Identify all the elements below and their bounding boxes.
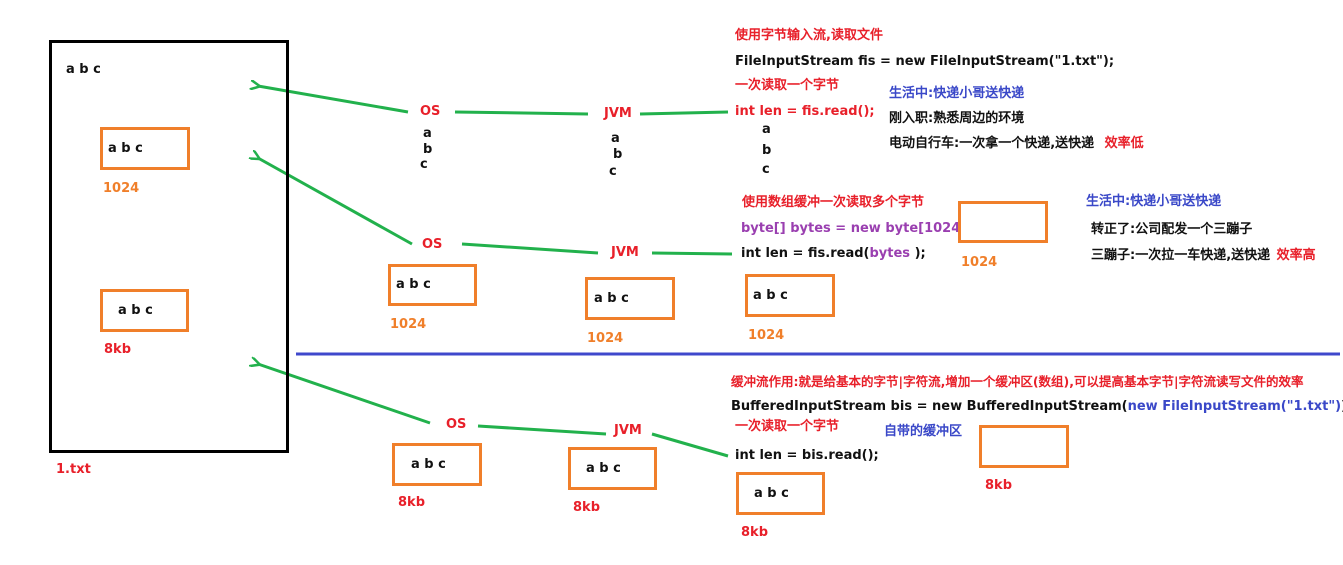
row2-read-buffer: [745, 274, 835, 317]
row2-code-read-arg: bytes: [869, 246, 911, 261]
row2-code-read: int len = fis.read(bytes );: [741, 246, 926, 262]
file-name: 1.txt: [56, 462, 91, 477]
file-rectangle: [49, 40, 289, 453]
row2-os-buffer: [388, 264, 477, 306]
row2-life-line2: 三蹦子:一次拉一车快递,送快递 效率高: [1091, 248, 1316, 264]
row3-jvm-buffer-content: a b c: [586, 461, 621, 476]
row3-code-decl-pre: BufferedInputStream bis = new BufferedIn…: [731, 399, 1128, 414]
row2-extra-buffer: [958, 201, 1048, 243]
row3-read-buffer-size: 8kb: [741, 525, 768, 540]
row1-life-line2: 电动自行车:一次拿一个快递,送快递 效率低: [889, 136, 1144, 152]
row2-code-read-post: );: [910, 246, 926, 261]
left-buffer-1024-size: 1024: [103, 181, 140, 196]
row1-jvm-char-c: c: [609, 164, 617, 179]
row2-read-buffer-size: 1024: [748, 328, 785, 343]
row3-os: OS: [446, 417, 467, 432]
row3-code-decl: BufferedInputStream bis = new BufferedIn…: [731, 399, 1343, 415]
row3-os-buffer-content: a b c: [411, 457, 446, 472]
row2-life-line1: 转正了:公司配发一个三蹦子: [1091, 222, 1253, 237]
row2-jvm: JVM: [611, 245, 639, 260]
left-buffer-8kb-content: a b c: [118, 303, 153, 318]
row2-life-efficiency: 效率高: [1276, 248, 1316, 263]
row1-life-title: 生活中:快递小哥送快递: [889, 86, 1025, 101]
row2-jvm-buffer: [585, 277, 675, 320]
arrow-os-to-file-row2: [258, 158, 413, 246]
row1-life-line2-text: 电动自行车:一次拿一个快递,送快递: [889, 136, 1095, 151]
row1-code-decl: FileInputStream fis = new FileInputStrea…: [735, 54, 1115, 69]
row1-os: OS: [420, 104, 441, 119]
row2-read-buffer-content: a b c: [753, 288, 788, 303]
row1-code-read: int len = fis.read();: [735, 104, 875, 119]
row1-jvm: JVM: [604, 106, 632, 121]
row3-jvm: JVM: [614, 423, 642, 438]
row2-code-read-pre: int len = fis.read(: [741, 246, 870, 261]
row1-os-char-a: a: [423, 126, 432, 141]
row2-extra-buffer-size: 1024: [961, 255, 998, 270]
row1-jvm-char-a: a: [611, 131, 620, 146]
line-read-jvm-row3: [651, 432, 729, 458]
line-jvm-os-row1: [454, 110, 589, 116]
row2-jvm-buffer-content: a b c: [594, 291, 629, 306]
row3-builtin-buffer-box: [979, 425, 1069, 468]
row3-builtin-buffer-size: 8kb: [985, 478, 1012, 493]
line-jvm-os-row2: [461, 242, 599, 255]
row2-jvm-buffer-size: 1024: [587, 331, 624, 346]
left-buffer-8kb-size: 8kb: [104, 342, 131, 357]
row2-life-title: 生活中:快递小哥送快递: [1086, 194, 1222, 209]
row2-os-buffer-size: 1024: [390, 317, 427, 332]
row3-os-buffer: [392, 443, 482, 486]
line-jvm-os-row3: [477, 424, 607, 436]
row1-life-efficiency: 效率低: [1104, 136, 1144, 151]
row1-heading: 使用字节输入流,读取文件: [735, 28, 883, 43]
row1-read-char-b: b: [762, 143, 772, 158]
row3-code-decl-inner: new FileInputStream("1.txt"): [1127, 399, 1342, 414]
row1-os-char-b: b: [423, 142, 433, 157]
row3-jvm-buffer: [568, 447, 657, 490]
row3-jvm-buffer-size: 8kb: [573, 500, 600, 515]
row3-os-buffer-size: 8kb: [398, 495, 425, 510]
file-content: a b c: [66, 62, 101, 77]
row2-code-decl: byte[] bytes = new byte[1024];: [741, 221, 972, 236]
row1-os-char-c: c: [420, 157, 428, 172]
row2-heading: 使用数组缓冲一次读取多个字节: [742, 195, 925, 210]
row2-os-buffer-content: a b c: [396, 277, 431, 292]
left-buffer-1024: [100, 127, 190, 170]
left-buffer-8kb: [100, 289, 189, 332]
row3-code-decl-post: );: [1341, 399, 1343, 414]
arrow-os-to-file-row1: [258, 86, 409, 114]
row2-os: OS: [422, 237, 443, 252]
line-read-jvm-row2: [651, 251, 733, 256]
row3-builtin-buffer: 自带的缓冲区: [884, 424, 963, 439]
row3-code-read: int len = bis.read();: [735, 448, 879, 463]
row3-one-byte: 一次读取一个字节: [735, 419, 840, 434]
row3-heading: 缓冲流作用:就是给基本的字节|字符流,增加一个缓冲区(数组),可以提高基本字节|…: [731, 374, 1304, 389]
row3-read-buffer: [736, 472, 825, 515]
row3-read-buffer-content: a b c: [754, 486, 789, 501]
left-buffer-1024-content: a b c: [108, 141, 143, 156]
row1-one-byte: 一次读取一个字节: [735, 78, 840, 93]
row1-read-char-c: c: [762, 162, 770, 177]
line-read-jvm-row1: [639, 110, 729, 116]
row2-life-line2-text: 三蹦子:一次拉一车快递,送快递: [1091, 248, 1271, 263]
row1-jvm-char-b: b: [613, 147, 623, 162]
row1-life-line1: 刚入职:熟悉周边的环境: [889, 111, 1025, 126]
row1-read-char-a: a: [762, 122, 771, 137]
